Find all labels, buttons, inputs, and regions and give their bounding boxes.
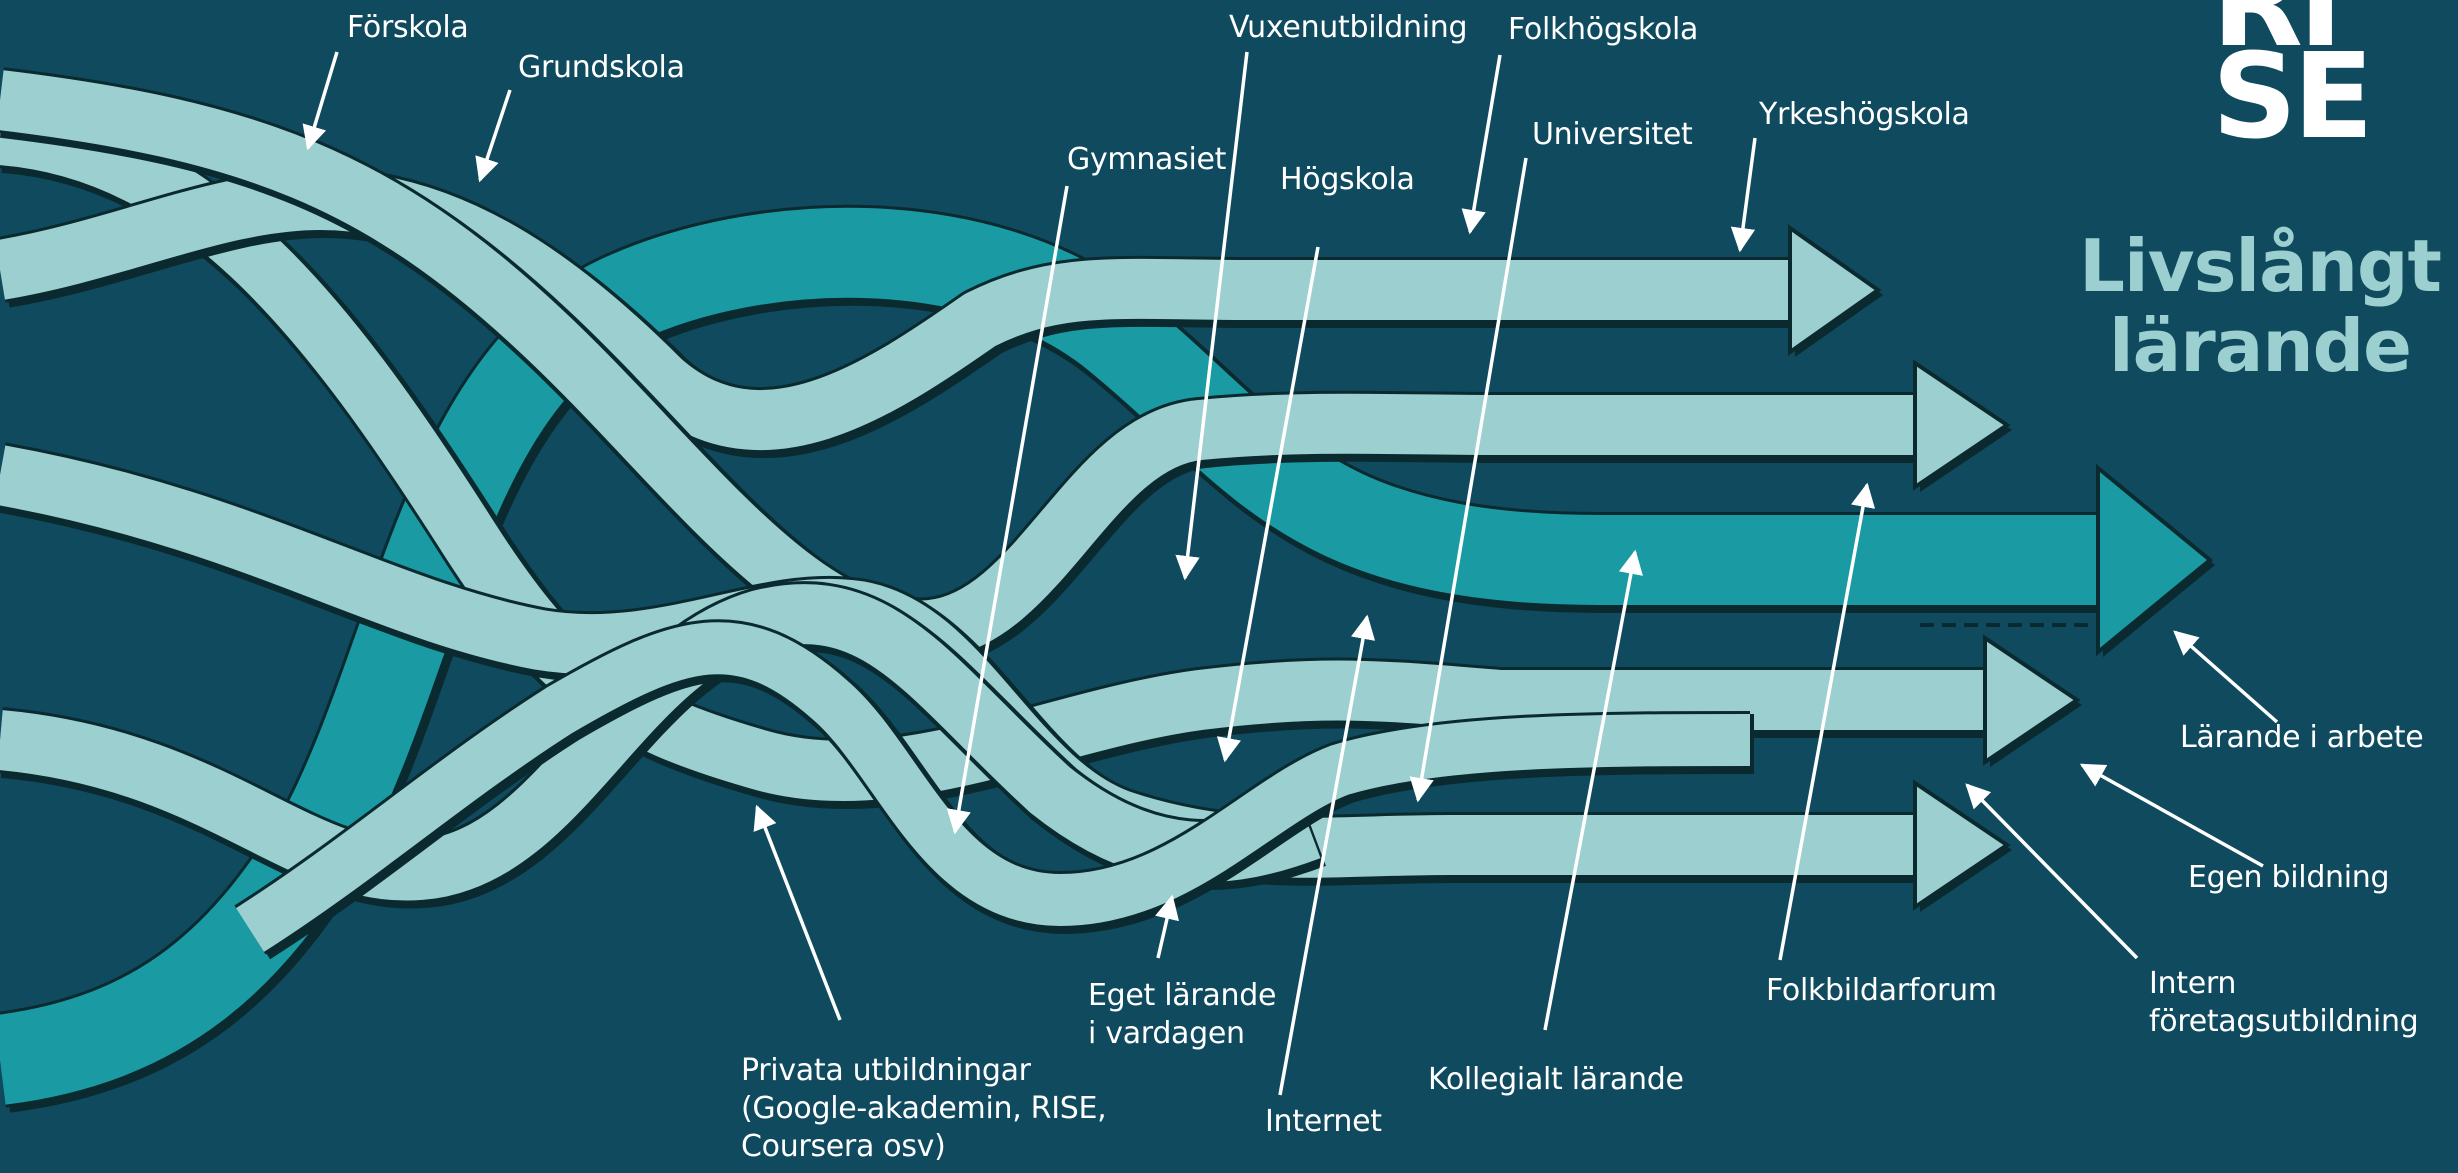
page-title: Livslångt lärande	[2060, 226, 2458, 386]
label-gymnasiet: Gymnasiet	[1067, 141, 1226, 179]
stream-light-2-arrowhead	[1790, 228, 1878, 352]
label-folkhogskola: Folkhögskola	[1508, 11, 1698, 49]
arrow-grundskola	[480, 90, 510, 180]
label-eget-larande: Eget lärande i vardagen	[1088, 977, 1276, 1053]
stream-light-3-arrowhead	[1915, 363, 2007, 487]
arrow-larande-i-arbete	[2175, 632, 2277, 722]
arrow-forskola	[308, 52, 337, 148]
label-vuxenutbildning: Vuxenutbildning	[1229, 9, 1467, 47]
label-grundskola: Grundskola	[518, 49, 685, 87]
arrow-privata-utbildningar	[757, 807, 840, 1020]
label-internet: Internet	[1265, 1103, 1382, 1141]
logo-line-2: SE	[2212, 50, 2370, 142]
arrow-yrkeshogskola	[1740, 138, 1755, 250]
stream-light-4-arrowhead	[1915, 783, 2007, 907]
arrow-intern-foretagsutbildning	[1967, 785, 2137, 958]
label-larande-i-arbete: Lärande i arbete	[2180, 719, 2423, 757]
label-hogskola: Högskola	[1280, 161, 1415, 199]
rise-logo: RI SE	[2212, 0, 2370, 142]
arrow-egen-bildning	[2082, 765, 2263, 866]
arrow-kollegialt-larande	[1545, 552, 1635, 1030]
label-kollegialt-larande: Kollegialt lärande	[1428, 1061, 1684, 1099]
stream-light-1-arrowhead	[1985, 638, 2077, 762]
label-forskola: Förskola	[347, 9, 468, 47]
label-folkbildarforum: Folkbildarforum	[1766, 972, 1997, 1010]
arrow-folkhogskola	[1470, 55, 1500, 232]
label-intern-foretagsutbildning: Intern företagsutbildning	[2149, 965, 2418, 1041]
label-universitet: Universitet	[1532, 116, 1693, 154]
label-yrkeshogskola: Yrkeshögskola	[1759, 96, 1970, 134]
label-egen-bildning: Egen bildning	[2188, 859, 2389, 897]
stream-teal-arrowhead	[2098, 468, 2210, 652]
label-privata-utbildningar: Privata utbildningar (Google-akademin, R…	[741, 1052, 1106, 1166]
